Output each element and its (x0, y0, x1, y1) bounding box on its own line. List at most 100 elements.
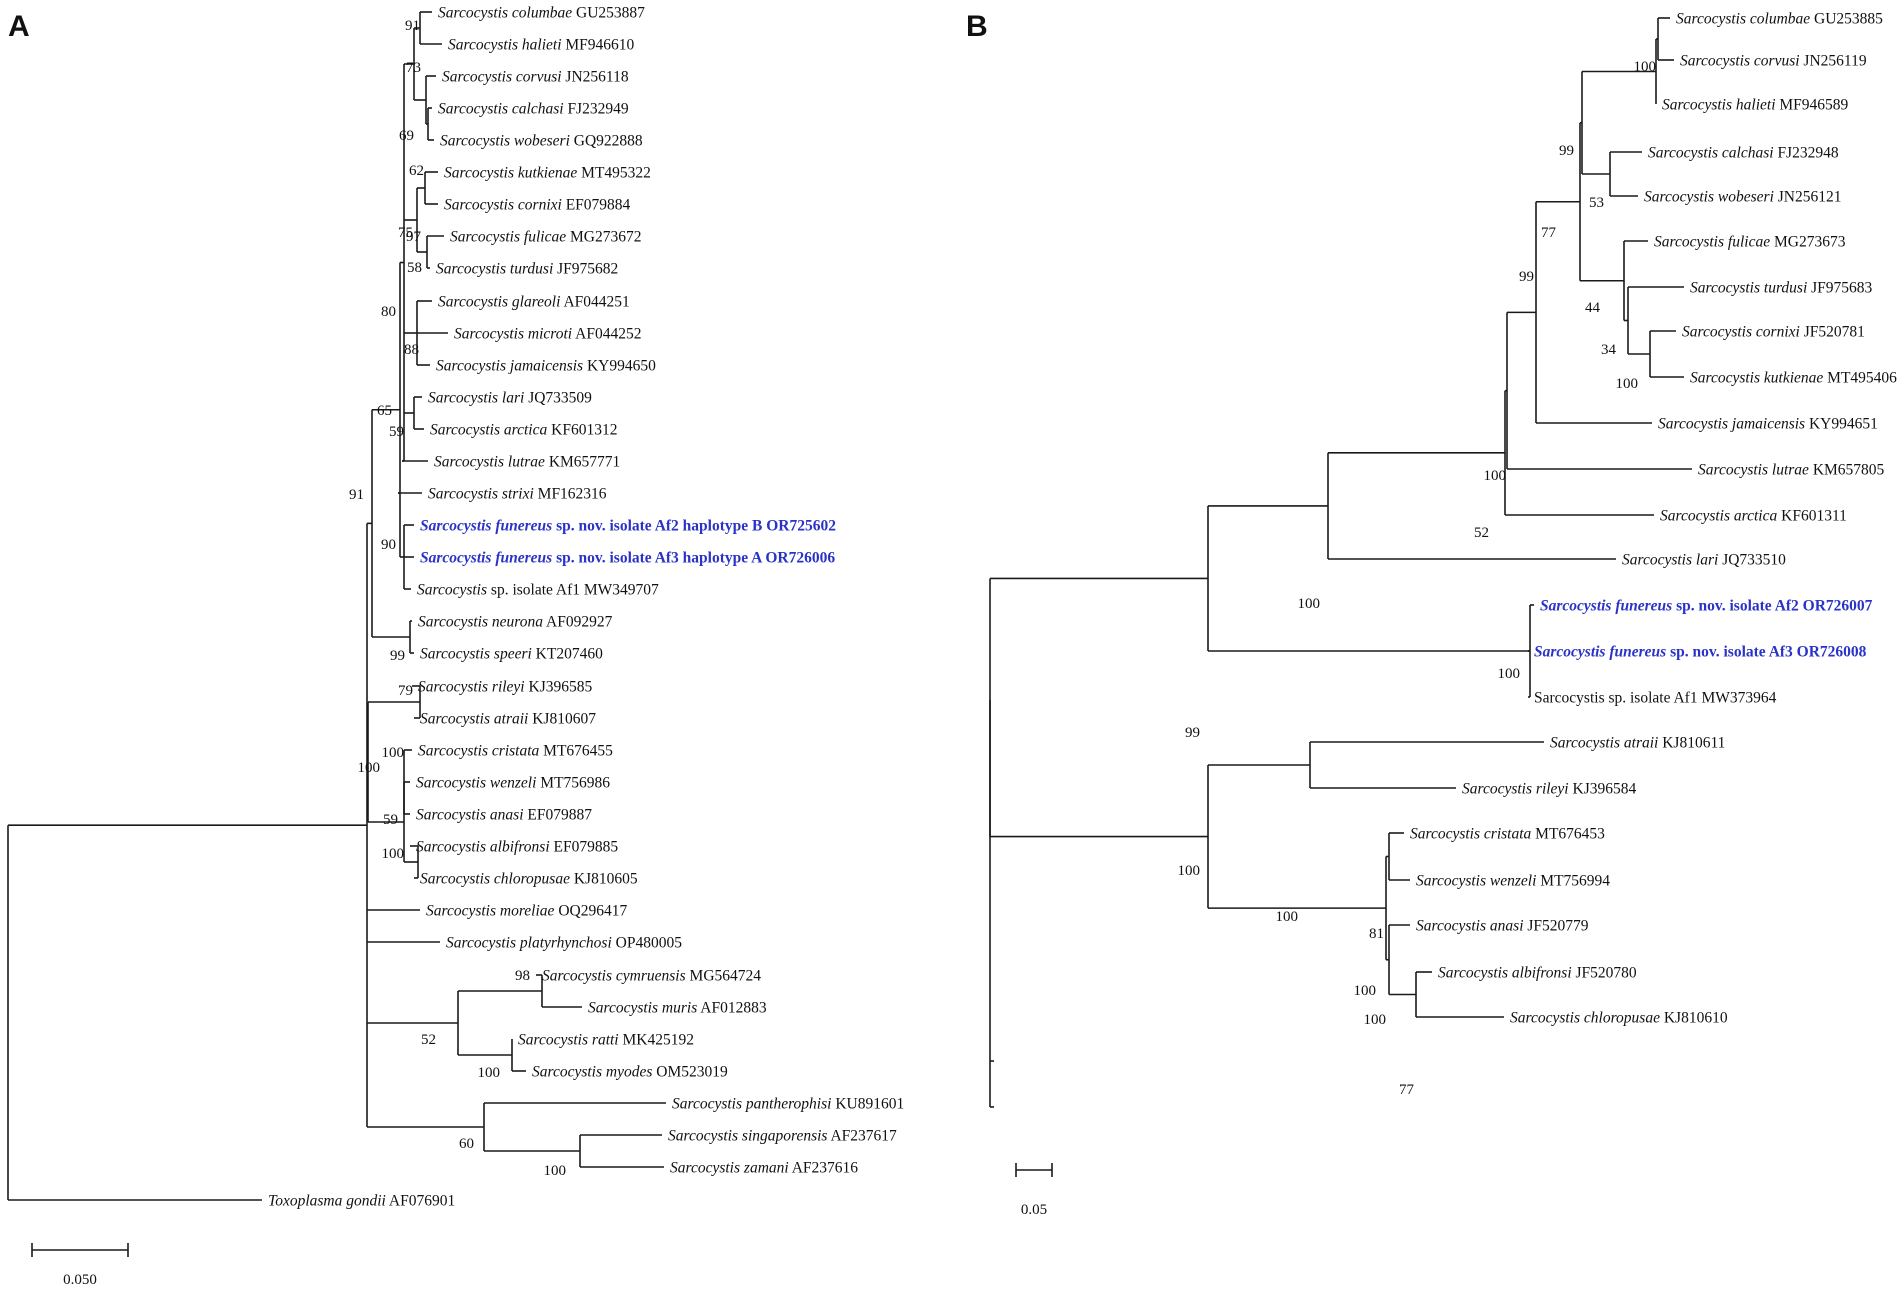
accession-text: AF012883 (697, 1000, 767, 1017)
accession-text: KJ396585 (525, 679, 593, 696)
bootstrap-value: 100 (1616, 376, 1639, 392)
species-epithet: funereus (491, 550, 552, 567)
bootstrap-value: 98 (515, 968, 530, 984)
genus-name: Sarcocystis (1416, 873, 1486, 890)
taxon-label: Sarcocystis lari JQ733509 (428, 390, 592, 407)
accession-text: GU253887 (572, 5, 645, 22)
taxon-label: Sarcocystis moreliae OQ296417 (426, 903, 627, 920)
accession-text: JF975683 (1807, 280, 1872, 297)
accession-text: MK425192 (619, 1032, 694, 1049)
species-epithet: cornixi (514, 197, 562, 214)
genus-name: Sarcocystis (428, 390, 498, 407)
species-epithet: moreliae (496, 903, 555, 920)
accession-text: JQ733510 (1718, 552, 1786, 569)
bootstrap-value: 59 (389, 424, 404, 440)
species-epithet: strixi (498, 486, 534, 503)
species-epithet: myodes (602, 1064, 652, 1081)
species-epithet: wobeseri (1714, 189, 1774, 206)
bootstrap-value: 100 (1276, 909, 1299, 925)
genus-name: Sarcocystis (438, 294, 508, 311)
genus-name: Sarcocystis (416, 807, 486, 824)
species-epithet: lutrae (1768, 462, 1809, 479)
taxon-label: Sarcocystis fulicae MG273673 (1654, 234, 1846, 251)
accession-text: FJ232949 (564, 101, 629, 118)
accession-text: EF079885 (550, 839, 619, 856)
accession-text: MG273673 (1770, 234, 1846, 251)
species-epithet: singaporensis (738, 1128, 827, 1145)
genus-name: Sarcocystis (416, 775, 486, 792)
bootstrap-value: 52 (1474, 525, 1489, 541)
genus-name: Sarcocystis (416, 839, 486, 856)
accession-text: AF076901 (386, 1193, 455, 1210)
accession-text: sp. nov. isolate Af3 OR726008 (1666, 644, 1866, 661)
bootstrap-value: 100 (1354, 983, 1377, 999)
accession-text: KM657771 (545, 454, 620, 471)
taxon-label: Sarcocystis anasi JF520779 (1416, 918, 1589, 935)
genus-name: Sarcocystis (1438, 965, 1508, 982)
taxon-label: Sarcocystis zamani AF237616 (670, 1160, 858, 1177)
taxon-label: Sarcocystis wenzeli MT756994 (1416, 873, 1610, 890)
genus-name: Sarcocystis (1462, 781, 1532, 798)
genus-name: Sarcocystis (420, 646, 490, 663)
bootstrap-value: 62 (409, 163, 424, 179)
taxon-label: Sarcocystis wenzeli MT756986 (416, 775, 610, 792)
species-epithet: anasi (486, 807, 523, 824)
genus-name: Sarcocystis (1676, 11, 1746, 28)
genus-name: Sarcocystis (454, 326, 524, 343)
accession-text: MT676455 (539, 743, 613, 760)
species-epithet: arctica (1730, 508, 1777, 525)
taxon-label: Sarcocystis arctica KF601312 (430, 422, 617, 439)
genus-name: Sarcocystis (588, 1000, 658, 1017)
species-epithet: kutkienae (1760, 370, 1823, 387)
genus-name: Sarcocystis (438, 5, 508, 22)
genus-name: Sarcocystis (1698, 462, 1768, 479)
accession-text: AF237616 (789, 1160, 859, 1177)
accession-text: KU891601 (831, 1096, 904, 1113)
species-epithet: wenzeli (486, 775, 536, 792)
species-epithet: speeri (490, 646, 532, 663)
accession-text: AF237617 (827, 1128, 897, 1145)
species-epithet: chloropusae (1580, 1010, 1660, 1027)
species-epithet: arctica (500, 422, 547, 439)
genus-name: Sarcocystis (1540, 598, 1611, 615)
taxon-label: Sarcocystis cornixi EF079884 (444, 197, 631, 214)
genus-name: Sarcocystis (1648, 145, 1718, 162)
taxon-label: Sarcocystis wobeseri JN256121 (1644, 189, 1841, 206)
bootstrap-value: 99 (1185, 725, 1200, 741)
bootstrap-value: 34 (1601, 342, 1617, 358)
accession-text: MF946610 (562, 37, 635, 54)
genus-name: Sarcocystis (430, 422, 500, 439)
bootstrap-value: 100 (382, 745, 405, 761)
taxon-label: Sarcocystis funereus sp. nov. isolate Af… (420, 518, 836, 535)
accession-text: Sarcocystis sp. isolate Af1 MW373964 (1534, 690, 1777, 707)
accession-text: MT756994 (1536, 873, 1610, 890)
genus-name: Sarcocystis (420, 518, 491, 535)
species-epithet: calchasi (508, 101, 564, 118)
accession-text: KF601311 (1777, 508, 1847, 525)
genus-name: Sarcocystis (436, 358, 506, 375)
genus-name: Sarcocystis (444, 197, 514, 214)
species-epithet: kutkienae (514, 165, 577, 182)
accession-text: KY994651 (1805, 416, 1878, 433)
accession-text: EF079887 (524, 807, 593, 824)
species-epithet: pantherophisi (742, 1096, 831, 1113)
bootstrap-value: 52 (421, 1032, 436, 1048)
taxon-label: Sarcocystis turdusi JF975683 (1690, 280, 1873, 297)
bootstrap-value: 91 (349, 487, 364, 503)
accession-text: EF079884 (562, 197, 631, 214)
genus-name: Sarcocystis (444, 165, 514, 182)
taxon-label: Sarcocystis calchasi FJ232948 (1648, 145, 1839, 162)
taxon-label: Toxoplasma gondii AF076901 (268, 1193, 455, 1210)
taxon-label: Sarcocystis ratti MK425192 (518, 1032, 694, 1049)
species-epithet: fulicae (1724, 234, 1770, 251)
bootstrap-value: 100 (1364, 1012, 1387, 1028)
scale-bar-a (31, 1243, 129, 1257)
taxon-label: Sarcocystis corvusi JN256119 (1680, 53, 1867, 70)
taxon-label: Sarcocystis neurona AF092927 (418, 614, 613, 631)
taxon-label: Sarcocystis calchasi FJ232949 (438, 101, 629, 118)
taxon-label: Sarcocystis kutkienae MT495406 (1690, 370, 1897, 387)
taxon-label: Sarcocystis cornixi JF520781 (1682, 324, 1865, 341)
species-epithet: atraii (490, 711, 528, 728)
accession-text: sp. nov. isolate Af2 OR726007 (1672, 598, 1872, 615)
accession-text: KJ810607 (528, 711, 596, 728)
